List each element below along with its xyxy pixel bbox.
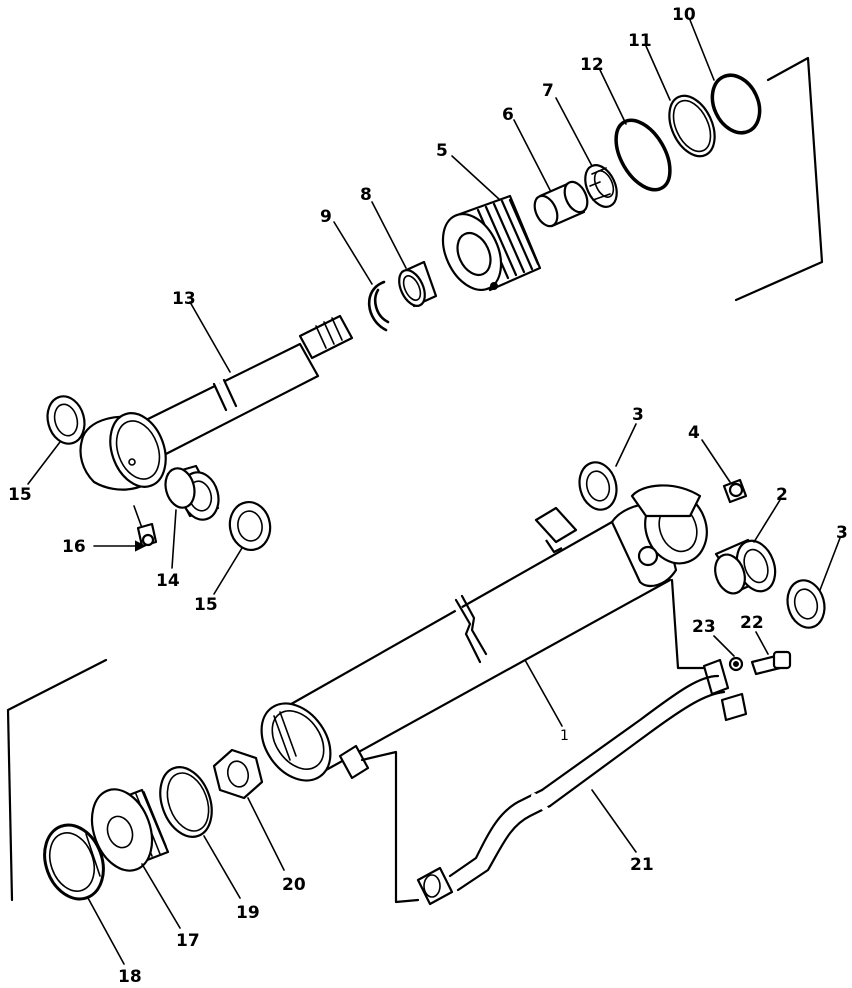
part-6-collar[interactable]	[530, 178, 592, 229]
callout-8: 8	[360, 185, 372, 205]
callout-15-lower: 15	[194, 595, 218, 615]
leader-3-right	[819, 537, 841, 591]
leader-10	[689, 19, 715, 81]
callout-7: 7	[542, 81, 554, 101]
part-4-grease-fitting[interactable]	[722, 478, 748, 504]
leader-13	[189, 301, 231, 373]
leader-5	[451, 155, 501, 201]
part-3-seal-upper[interactable]	[574, 458, 621, 514]
callout-labels: 1 2 3 3 4 5 6 7 8 9 10 11 12 13 14 15 15…	[8, 5, 848, 987]
callout-6: 6	[502, 105, 514, 125]
leader-6	[513, 119, 551, 191]
part-22-bolt[interactable]	[750, 650, 792, 676]
callout-14: 14	[156, 571, 180, 591]
part-8-bushing[interactable]	[394, 260, 438, 310]
leader-1	[524, 659, 563, 727]
callout-23: 23	[692, 617, 716, 637]
part-5-cylinder-head[interactable]	[432, 194, 542, 299]
callout-9: 9	[320, 207, 332, 227]
leader-22	[755, 631, 769, 655]
callout-13: 13	[172, 289, 196, 309]
callout-11: 11	[628, 31, 652, 51]
part-16-grease-fitting[interactable]	[133, 505, 158, 548]
part-15-seal-upper[interactable]	[42, 392, 89, 448]
callout-10: 10	[672, 5, 696, 25]
part-14-bushing[interactable]	[161, 464, 223, 524]
callout-22: 22	[740, 613, 764, 633]
callout-15-upper: 15	[8, 485, 32, 505]
part-12-o-ring[interactable]	[605, 111, 681, 199]
leader-9	[333, 221, 373, 285]
leader-19	[203, 835, 241, 899]
lower-group-bracket	[6, 658, 108, 902]
callout-12: 12	[580, 55, 604, 75]
part-3-seal-right[interactable]	[782, 576, 829, 632]
callout-19: 19	[236, 903, 260, 923]
leader-8	[371, 201, 407, 269]
part-20-nut[interactable]	[212, 748, 264, 800]
part-18-wear-ring[interactable]	[35, 817, 114, 908]
leader-15-lower	[213, 547, 243, 595]
leader-15-upper	[27, 441, 61, 485]
callout-5: 5	[436, 141, 448, 161]
leader-2	[753, 499, 781, 543]
callout-3-upper: 3	[632, 405, 644, 425]
callout-17: 17	[176, 931, 200, 951]
part-9-snap-ring[interactable]	[367, 280, 390, 332]
leader-3-upper	[615, 423, 637, 467]
callout-1: 1	[560, 728, 569, 744]
part-10-o-ring[interactable]	[703, 68, 768, 141]
part-11-backup-ring[interactable]	[660, 89, 723, 164]
part-2-bushing[interactable]	[710, 535, 782, 597]
callout-20: 20	[282, 875, 306, 895]
part-13-piston-rod[interactable]	[79, 314, 354, 495]
part-23-washer[interactable]	[728, 656, 744, 672]
part-1-cylinder-tube[interactable]	[247, 484, 716, 904]
leader-23	[713, 635, 735, 657]
callout-16: 16	[62, 537, 86, 557]
leader-17	[141, 863, 181, 929]
leader-16-arrow	[135, 540, 147, 552]
part-17-piston[interactable]	[81, 781, 170, 879]
part-19-ring[interactable]	[151, 760, 221, 844]
part-15-seal-lower[interactable]	[226, 499, 274, 553]
leader-21	[591, 789, 637, 853]
leader-12	[599, 69, 627, 125]
callout-4: 4	[688, 423, 700, 443]
callout-2: 2	[776, 485, 788, 505]
part-21-hose[interactable]	[416, 578, 748, 906]
callout-3-right: 3	[836, 523, 848, 543]
leader-7	[555, 97, 593, 167]
leader-4	[701, 439, 731, 483]
upper-group-bracket	[734, 56, 824, 302]
leader-14	[171, 509, 177, 569]
callout-21: 21	[630, 855, 654, 875]
leader-lines	[27, 19, 841, 965]
part-7-packing[interactable]	[579, 160, 623, 212]
leader-18	[87, 897, 125, 965]
leader-11	[645, 45, 671, 101]
callout-18: 18	[118, 967, 142, 987]
leader-20	[247, 797, 285, 871]
